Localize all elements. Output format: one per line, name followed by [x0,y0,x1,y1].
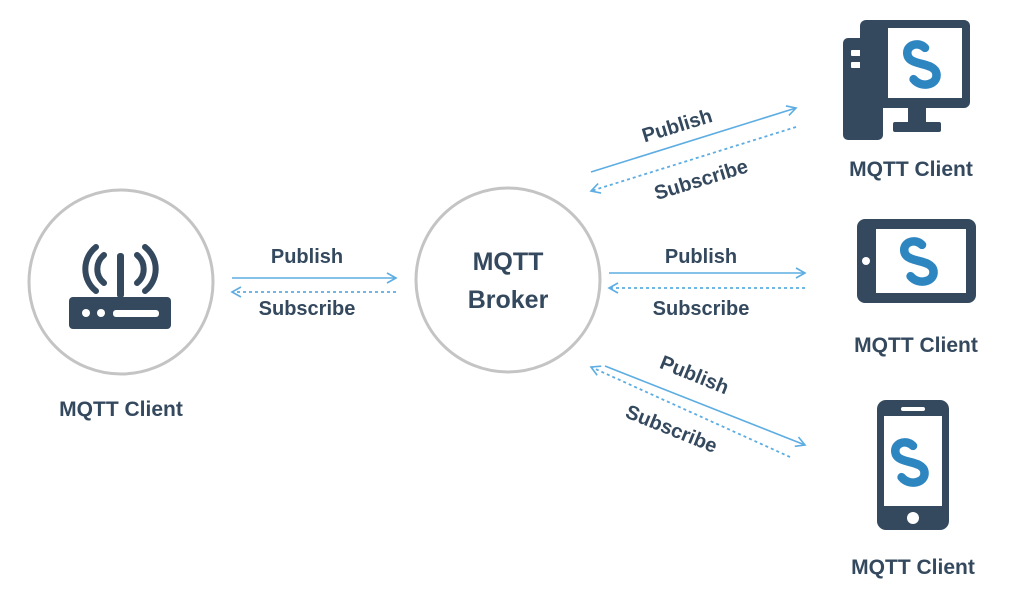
smartphone-icon [877,400,949,530]
desktop-client-label: MQTT Client [849,158,973,181]
tablet-client-label: MQTT Client [854,334,978,357]
desktop-link: Publish Subscribe [589,105,798,205]
tablet-link: Publish Subscribe [607,246,807,320]
router-subscribe-label: Subscribe [259,298,356,320]
phone-publish-label: Publish [657,352,732,399]
wifi-router-icon [69,244,171,329]
tablet-icon [857,219,976,303]
broker-label-line1: MQTT [473,248,544,276]
desktop-client: MQTT Client [843,20,973,181]
router-publish-label: Publish [271,246,343,268]
tablet-client: MQTT Client [854,219,978,357]
tablet-subscribe-label: Subscribe [653,298,750,320]
desktop-subscribe-label: Subscribe [652,156,751,205]
phone-client: MQTT Client [851,400,975,579]
broker-circle [414,186,602,374]
phone-subscribe-label: Subscribe [622,401,720,458]
router-client-label: MQTT Client [59,398,183,421]
tablet-publish-label: Publish [665,246,737,268]
desktop-publish-label: Publish [639,105,715,147]
broker-label-line2: Broker [468,286,549,314]
mqtt-broker: MQTT Broker [414,186,602,374]
router-client: MQTT Client [27,188,215,421]
phone-link: Publish Subscribe [589,352,807,458]
desktop-publish-arrow [590,105,798,173]
phone-publish-arrow [604,365,807,448]
phone-subscribe-arrow [589,365,791,458]
desktop-computer-icon [843,20,970,140]
router-link: Publish Subscribe [230,246,398,320]
phone-client-label: MQTT Client [851,556,975,579]
